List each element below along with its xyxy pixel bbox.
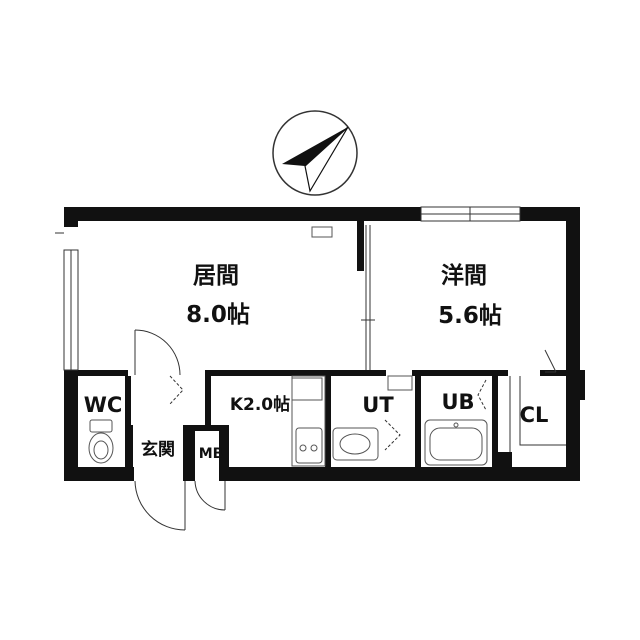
ub-label: UB — [441, 390, 474, 414]
cl-label: CL — [520, 403, 549, 427]
fixtures — [88, 226, 488, 467]
living-room-size: 8.0帖 — [186, 302, 250, 328]
partition-lines — [361, 225, 566, 452]
kitchen-label: K2.0帖 — [230, 394, 290, 415]
mb-label: MB — [199, 446, 224, 462]
outer-walls — [64, 207, 585, 481]
top-window — [420, 206, 521, 222]
wc-label: WC — [84, 393, 123, 417]
left-window — [55, 232, 79, 371]
western-room-name: 洋間 — [441, 262, 487, 289]
compass-arrow-icon — [272, 110, 358, 196]
living-room-name: 居間 — [193, 263, 239, 289]
entrance-label: 玄関 — [141, 439, 175, 460]
door-swings — [134, 329, 487, 531]
western-room-size: 5.6帖 — [438, 303, 502, 329]
ut-label: UT — [362, 393, 394, 417]
interior-walls — [78, 221, 566, 470]
